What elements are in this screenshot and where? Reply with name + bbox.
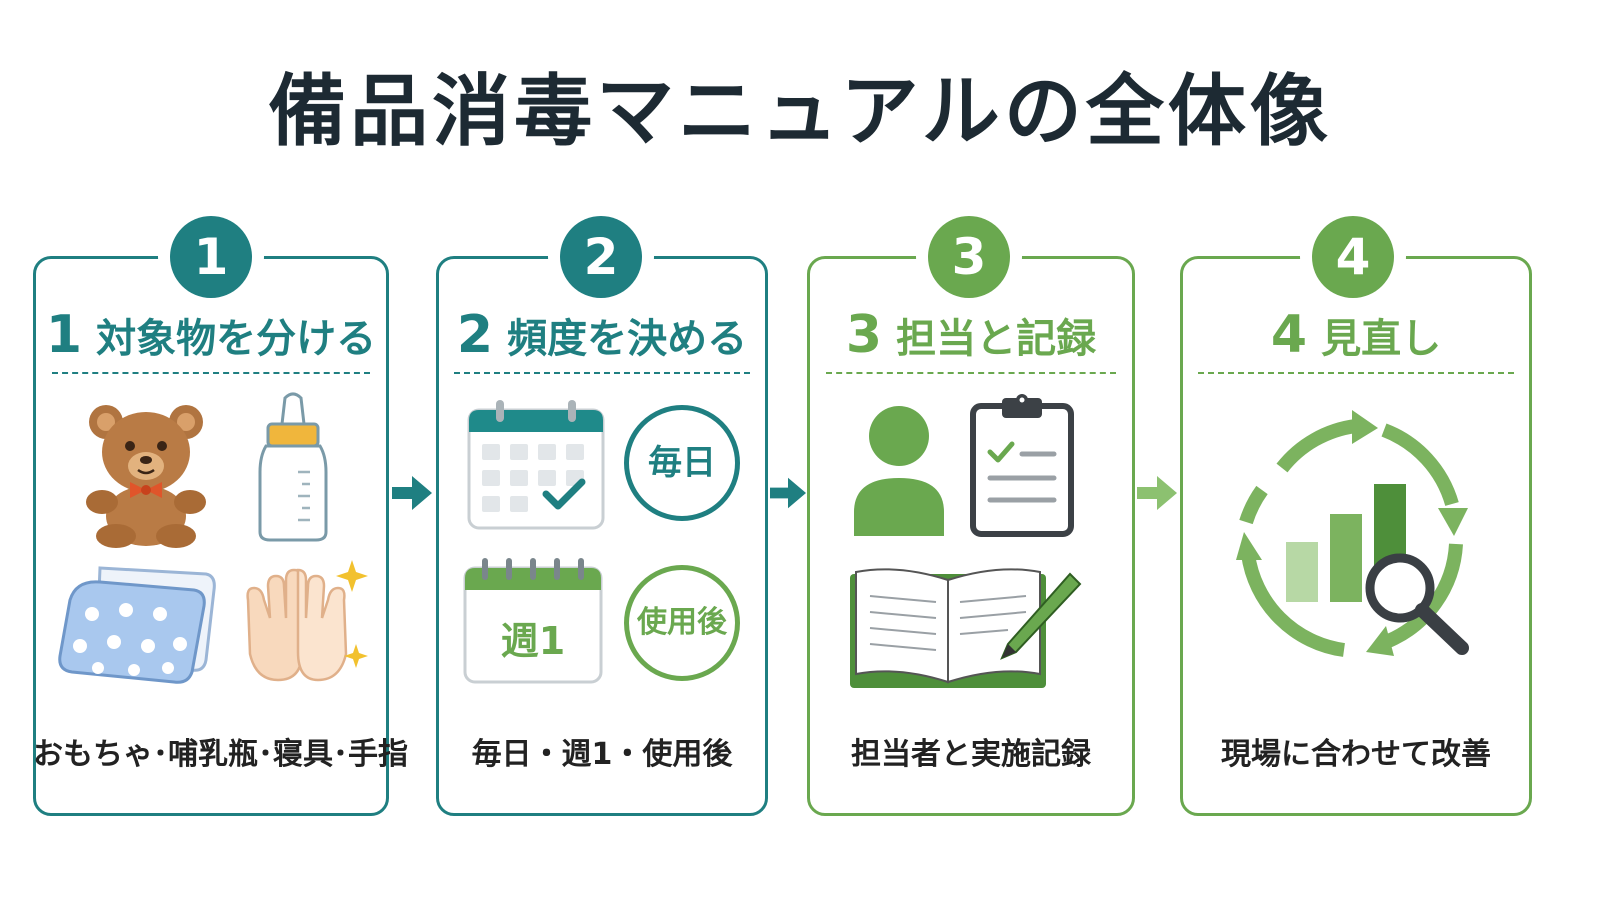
step-badge-3: 3 [928, 216, 1010, 298]
step-badge-2: 2 [560, 216, 642, 298]
arrow-right-icon [392, 476, 432, 510]
step-number-3: 3 [845, 305, 883, 365]
step-number-1: 1 [45, 305, 83, 365]
notebook-pen-icon [850, 568, 1082, 688]
calendar-check-icon [467, 400, 605, 530]
step-title-text-4: 見直し [1321, 316, 1442, 362]
baby-bottle-icon [258, 392, 328, 542]
step-divider-3 [826, 372, 1116, 374]
step-title-2: 2 頻度を決める [436, 300, 768, 370]
bedding-icon [58, 566, 216, 684]
step-card-1 [33, 256, 389, 816]
improvement-cycle-icon [1236, 410, 1469, 657]
step-card-3 [807, 256, 1135, 816]
clipboard-checklist-icon [970, 394, 1074, 537]
step-title-text-2: 頻度を決める [507, 316, 748, 362]
daily-badge: 毎日 [624, 405, 740, 521]
step-title-4: 4 見直し [1180, 300, 1532, 370]
after-use-badge: 使用後 [624, 565, 740, 681]
person-icon [854, 406, 944, 536]
step-badge-1: 1 [170, 216, 252, 298]
step-divider-4 [1198, 372, 1514, 374]
teddy-bear-icon [86, 405, 206, 548]
calendar-weekly-icon [463, 558, 603, 684]
step-title-1: 1 対象物を分ける [33, 300, 389, 370]
step-caption-1: おもちゃ･哺乳瓶･寝具･手指 [33, 737, 408, 772]
step-caption-4: 現場に合わせて改善 [1221, 737, 1491, 772]
hands-icon [246, 560, 368, 682]
step-title-text-3: 担当と記録 [896, 316, 1097, 362]
step-title-text-1: 対象物を分ける [96, 316, 377, 362]
step-caption-2: 毎日・週1・使用後 [471, 737, 733, 772]
weekly-label: 週1 [500, 619, 566, 663]
page-title: 備品消毒マニュアルの全体像 [268, 67, 1332, 157]
step-badge-4: 4 [1312, 216, 1394, 298]
step-number-2: 2 [456, 305, 494, 365]
step-card-2 [436, 256, 768, 816]
step-title-3: 3 担当と記録 [807, 300, 1135, 370]
step-number-4: 4 [1270, 305, 1308, 365]
step-divider-2 [454, 372, 750, 374]
step-divider-1 [52, 372, 370, 374]
arrow-right-icon [1137, 476, 1177, 510]
arrow-right-icon [770, 477, 806, 509]
step-caption-3: 担当者と実施記録 [851, 737, 1091, 772]
